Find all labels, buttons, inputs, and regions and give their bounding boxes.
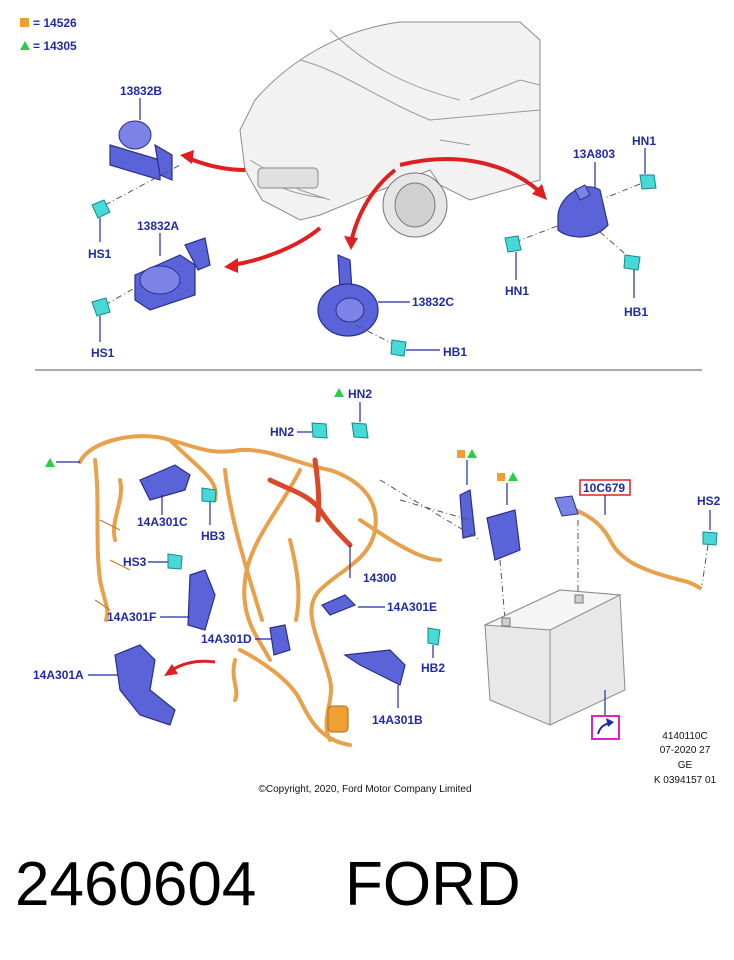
ref-line3: GE bbox=[678, 760, 693, 771]
label-14A301A: 14A301A bbox=[33, 668, 84, 682]
horn-13832C: 13832C bbox=[317, 254, 454, 337]
fuse-holders bbox=[379, 449, 521, 561]
label-13832A: 13832A bbox=[137, 219, 179, 233]
label-13832C: 13832C bbox=[412, 295, 454, 309]
bolt-hs2: HS2 bbox=[697, 494, 721, 586]
bracket-14A301F: 14A301F bbox=[107, 569, 216, 631]
bracket-14A301B: 14A301B bbox=[343, 649, 423, 727]
ref-line2: 07-2020 27 bbox=[660, 745, 711, 756]
label-14A301B: 14A301B bbox=[372, 713, 423, 727]
label-14A301C: 14A301C bbox=[137, 515, 188, 529]
arrow-head-14A301A bbox=[164, 664, 178, 676]
car-illustration bbox=[239, 21, 541, 238]
footer-brand: FORD bbox=[345, 850, 521, 919]
label-14A301F: 14A301F bbox=[107, 610, 156, 624]
hn2-green-triangle bbox=[334, 388, 344, 397]
wiring-harness bbox=[78, 434, 442, 747]
label-13832B: 13832B bbox=[120, 84, 162, 98]
legend-green-triangle bbox=[20, 41, 30, 50]
red-arrows-upper bbox=[180, 150, 547, 273]
part-14300: 14300 bbox=[349, 545, 397, 585]
battery bbox=[483, 520, 626, 726]
footer-part-number: 2460604 bbox=[15, 850, 256, 919]
label-hs1-upper: HS1 bbox=[88, 247, 112, 261]
fuse-triangle-left bbox=[467, 449, 477, 458]
label-hn1-left: HN1 bbox=[505, 284, 529, 298]
bolt-hs1-lower: HS1 bbox=[91, 284, 141, 360]
label-10C679: 10C679 bbox=[583, 481, 625, 495]
label-hb1-right: HB1 bbox=[624, 305, 648, 319]
label-hs1-lower: HS1 bbox=[91, 346, 115, 360]
horn-13832B: 13832B bbox=[109, 84, 173, 181]
legend: = 14526 = 14305 bbox=[20, 16, 77, 53]
hn2-top: HN2 bbox=[334, 387, 372, 439]
ref-line1: 4140110C bbox=[662, 731, 707, 742]
bolt-hb3: HB3 bbox=[201, 487, 225, 543]
label-hn2-top: HN2 bbox=[348, 387, 372, 401]
label-hb1-bottom: HB1 bbox=[443, 345, 467, 359]
arrow-head-13A803 bbox=[532, 184, 547, 200]
ref-line4: K 0394157 01 bbox=[654, 775, 717, 786]
horn-13832A: 13832A bbox=[134, 219, 211, 311]
legend-orange-square bbox=[20, 18, 29, 27]
fuse-square-right bbox=[497, 473, 505, 481]
label-13A803: 13A803 bbox=[573, 147, 615, 161]
label-14A301D: 14A301D bbox=[201, 632, 252, 646]
connector-block bbox=[327, 705, 349, 733]
legend-text-14526: = 14526 bbox=[33, 16, 77, 30]
bolt-hn1-left: HN1 bbox=[504, 224, 561, 298]
bolt-hb2: HB2 bbox=[421, 627, 445, 675]
label-14A301E: 14A301E bbox=[387, 600, 437, 614]
legend-text-14305: = 14305 bbox=[33, 39, 77, 53]
label-14300: 14300 bbox=[363, 571, 397, 585]
horn-13A803: 13A803 bbox=[557, 147, 615, 238]
reference-arrow-icon bbox=[591, 690, 620, 740]
hn2-left: HN2 bbox=[270, 422, 328, 439]
arrow-head-13832C bbox=[344, 236, 358, 250]
label-hs3: HS3 bbox=[123, 555, 147, 569]
cable-10C679: 10C679 bbox=[554, 479, 702, 590]
label-hn1-top: HN1 bbox=[632, 134, 656, 148]
reference-block: 4140110C 07-2020 27 GE K 0394157 01 bbox=[654, 731, 717, 786]
label-hn2-left: HN2 bbox=[270, 425, 294, 439]
bracket-14A301A: 14A301A bbox=[33, 644, 216, 726]
fuse-triangle-right bbox=[508, 472, 518, 481]
green-triangle-left bbox=[45, 458, 80, 467]
bolt-hs1-upper: HS1 bbox=[88, 164, 181, 261]
bolt-hn1-top: HN1 bbox=[604, 134, 657, 199]
arrow-head-13832A bbox=[224, 258, 238, 273]
arrow-head-13832B bbox=[180, 150, 194, 164]
bracket-14A301C: 14A301C bbox=[137, 464, 191, 529]
label-hb2: HB2 bbox=[421, 661, 445, 675]
bolt-hb1-right: HB1 bbox=[599, 231, 648, 319]
fuse-square-left bbox=[457, 450, 465, 458]
bracket-14A301E: 14A301E bbox=[321, 594, 437, 616]
label-hs2: HS2 bbox=[697, 494, 721, 508]
label-hb3: HB3 bbox=[201, 529, 225, 543]
bolt-hb1-bottom: HB1 bbox=[355, 324, 467, 359]
bracket-14A301D: 14A301D bbox=[201, 624, 291, 656]
bolt-hs3: HS3 bbox=[123, 553, 183, 570]
copyright-text: ©Copyright, 2020, Ford Motor Company Lim… bbox=[258, 784, 471, 795]
